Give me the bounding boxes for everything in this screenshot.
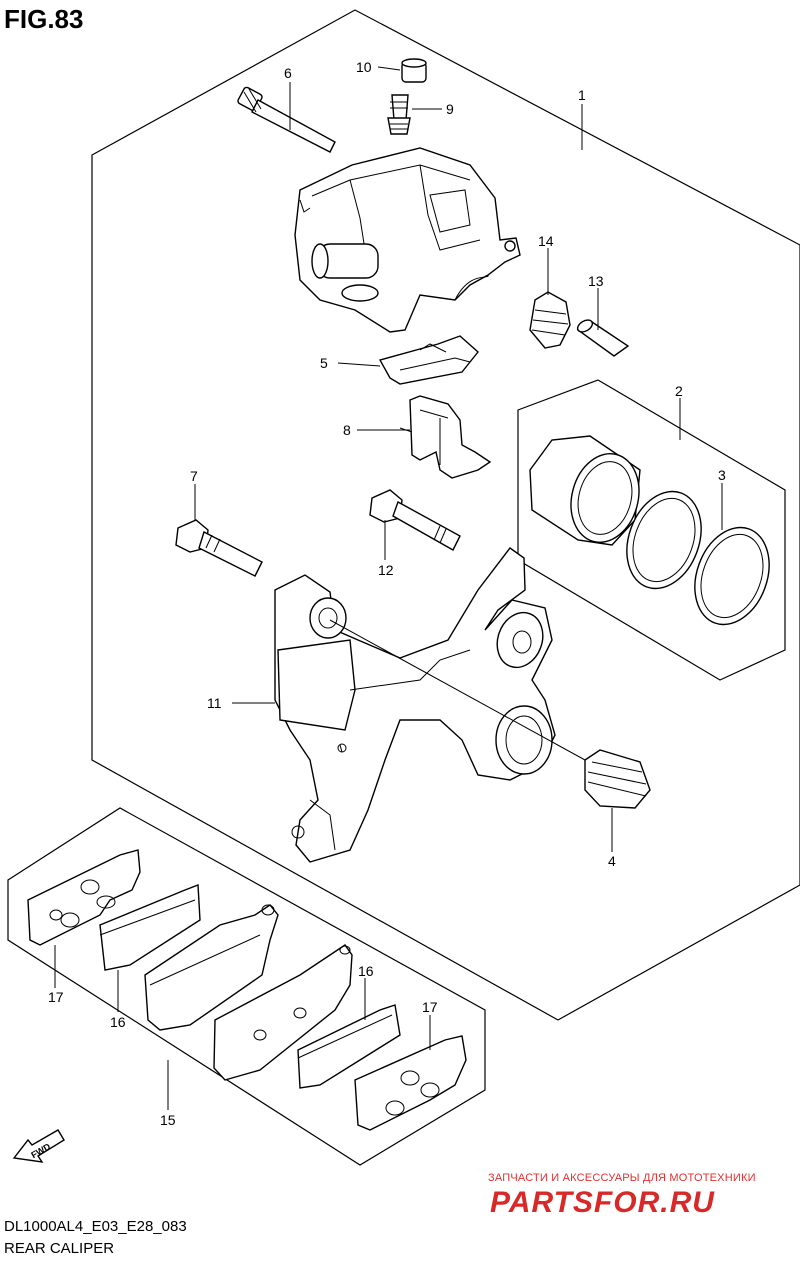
callout-13: 13 <box>588 273 604 289</box>
callout-6: 6 <box>284 65 292 81</box>
pad-lining-left <box>144 904 279 1031</box>
figure-title: FIG.83 <box>4 4 84 34</box>
callout-15: 15 <box>160 1112 176 1128</box>
slide-pin-6 <box>237 86 336 153</box>
pad-spring-5 <box>378 335 479 385</box>
caliper-bracket-11 <box>274 547 586 863</box>
callout-2: 2 <box>675 383 683 399</box>
pad-lining-right <box>213 944 353 1081</box>
callout-8: 8 <box>343 422 351 438</box>
bleeder-valve-9 <box>387 94 411 135</box>
watermark-brand: PARTSFOR.RU <box>490 1186 715 1219</box>
pin-boot-14 <box>529 291 571 349</box>
pad-16-left <box>99 884 201 971</box>
model-code: DL1000AL4_E03_E28_083 <box>4 1218 187 1235</box>
callout-16-right: 16 <box>358 963 374 979</box>
callout-14: 14 <box>538 233 554 249</box>
mounting-bolt-12 <box>369 489 461 551</box>
pad-16-right <box>297 1004 401 1089</box>
pad-17-right <box>354 1035 467 1131</box>
callout-11: 11 <box>207 695 222 711</box>
bleeder-cap-10 <box>401 58 427 83</box>
callout-7: 7 <box>190 468 198 484</box>
piston-boot-4 <box>584 749 651 809</box>
pad-17-left <box>27 849 141 946</box>
callout-5: 5 <box>320 355 328 371</box>
mounting-bolt-7 <box>175 519 263 577</box>
section-name: REAR CALIPER <box>4 1240 115 1257</box>
fwd-arrow-icon: FWD <box>12 1129 65 1163</box>
callout-4: 4 <box>608 853 616 869</box>
caliper-body <box>294 147 521 333</box>
piston-2 <box>529 435 641 546</box>
callout-1: 1 <box>578 87 586 103</box>
assembly-frame <box>91 9 800 1021</box>
callout-9: 9 <box>446 101 454 117</box>
sleeve-13 <box>576 319 630 357</box>
leader-lines <box>54 66 723 1110</box>
piston-seals-3 <box>626 490 770 626</box>
pad-retainer-8 <box>399 395 492 479</box>
pad-set-frame <box>7 807 486 1166</box>
callout-3: 3 <box>718 467 726 483</box>
callout-10: 10 <box>356 59 372 75</box>
callout-16-left: 16 <box>110 1014 126 1030</box>
watermark-tagline: ЗАПЧАСТИ И АКСЕССУАРЫ ДЛЯ МОТОТЕХНИКИ <box>488 1172 756 1184</box>
callout-17-right: 17 <box>422 999 438 1015</box>
callout-17-left: 17 <box>48 989 64 1005</box>
callout-12: 12 <box>378 562 394 578</box>
